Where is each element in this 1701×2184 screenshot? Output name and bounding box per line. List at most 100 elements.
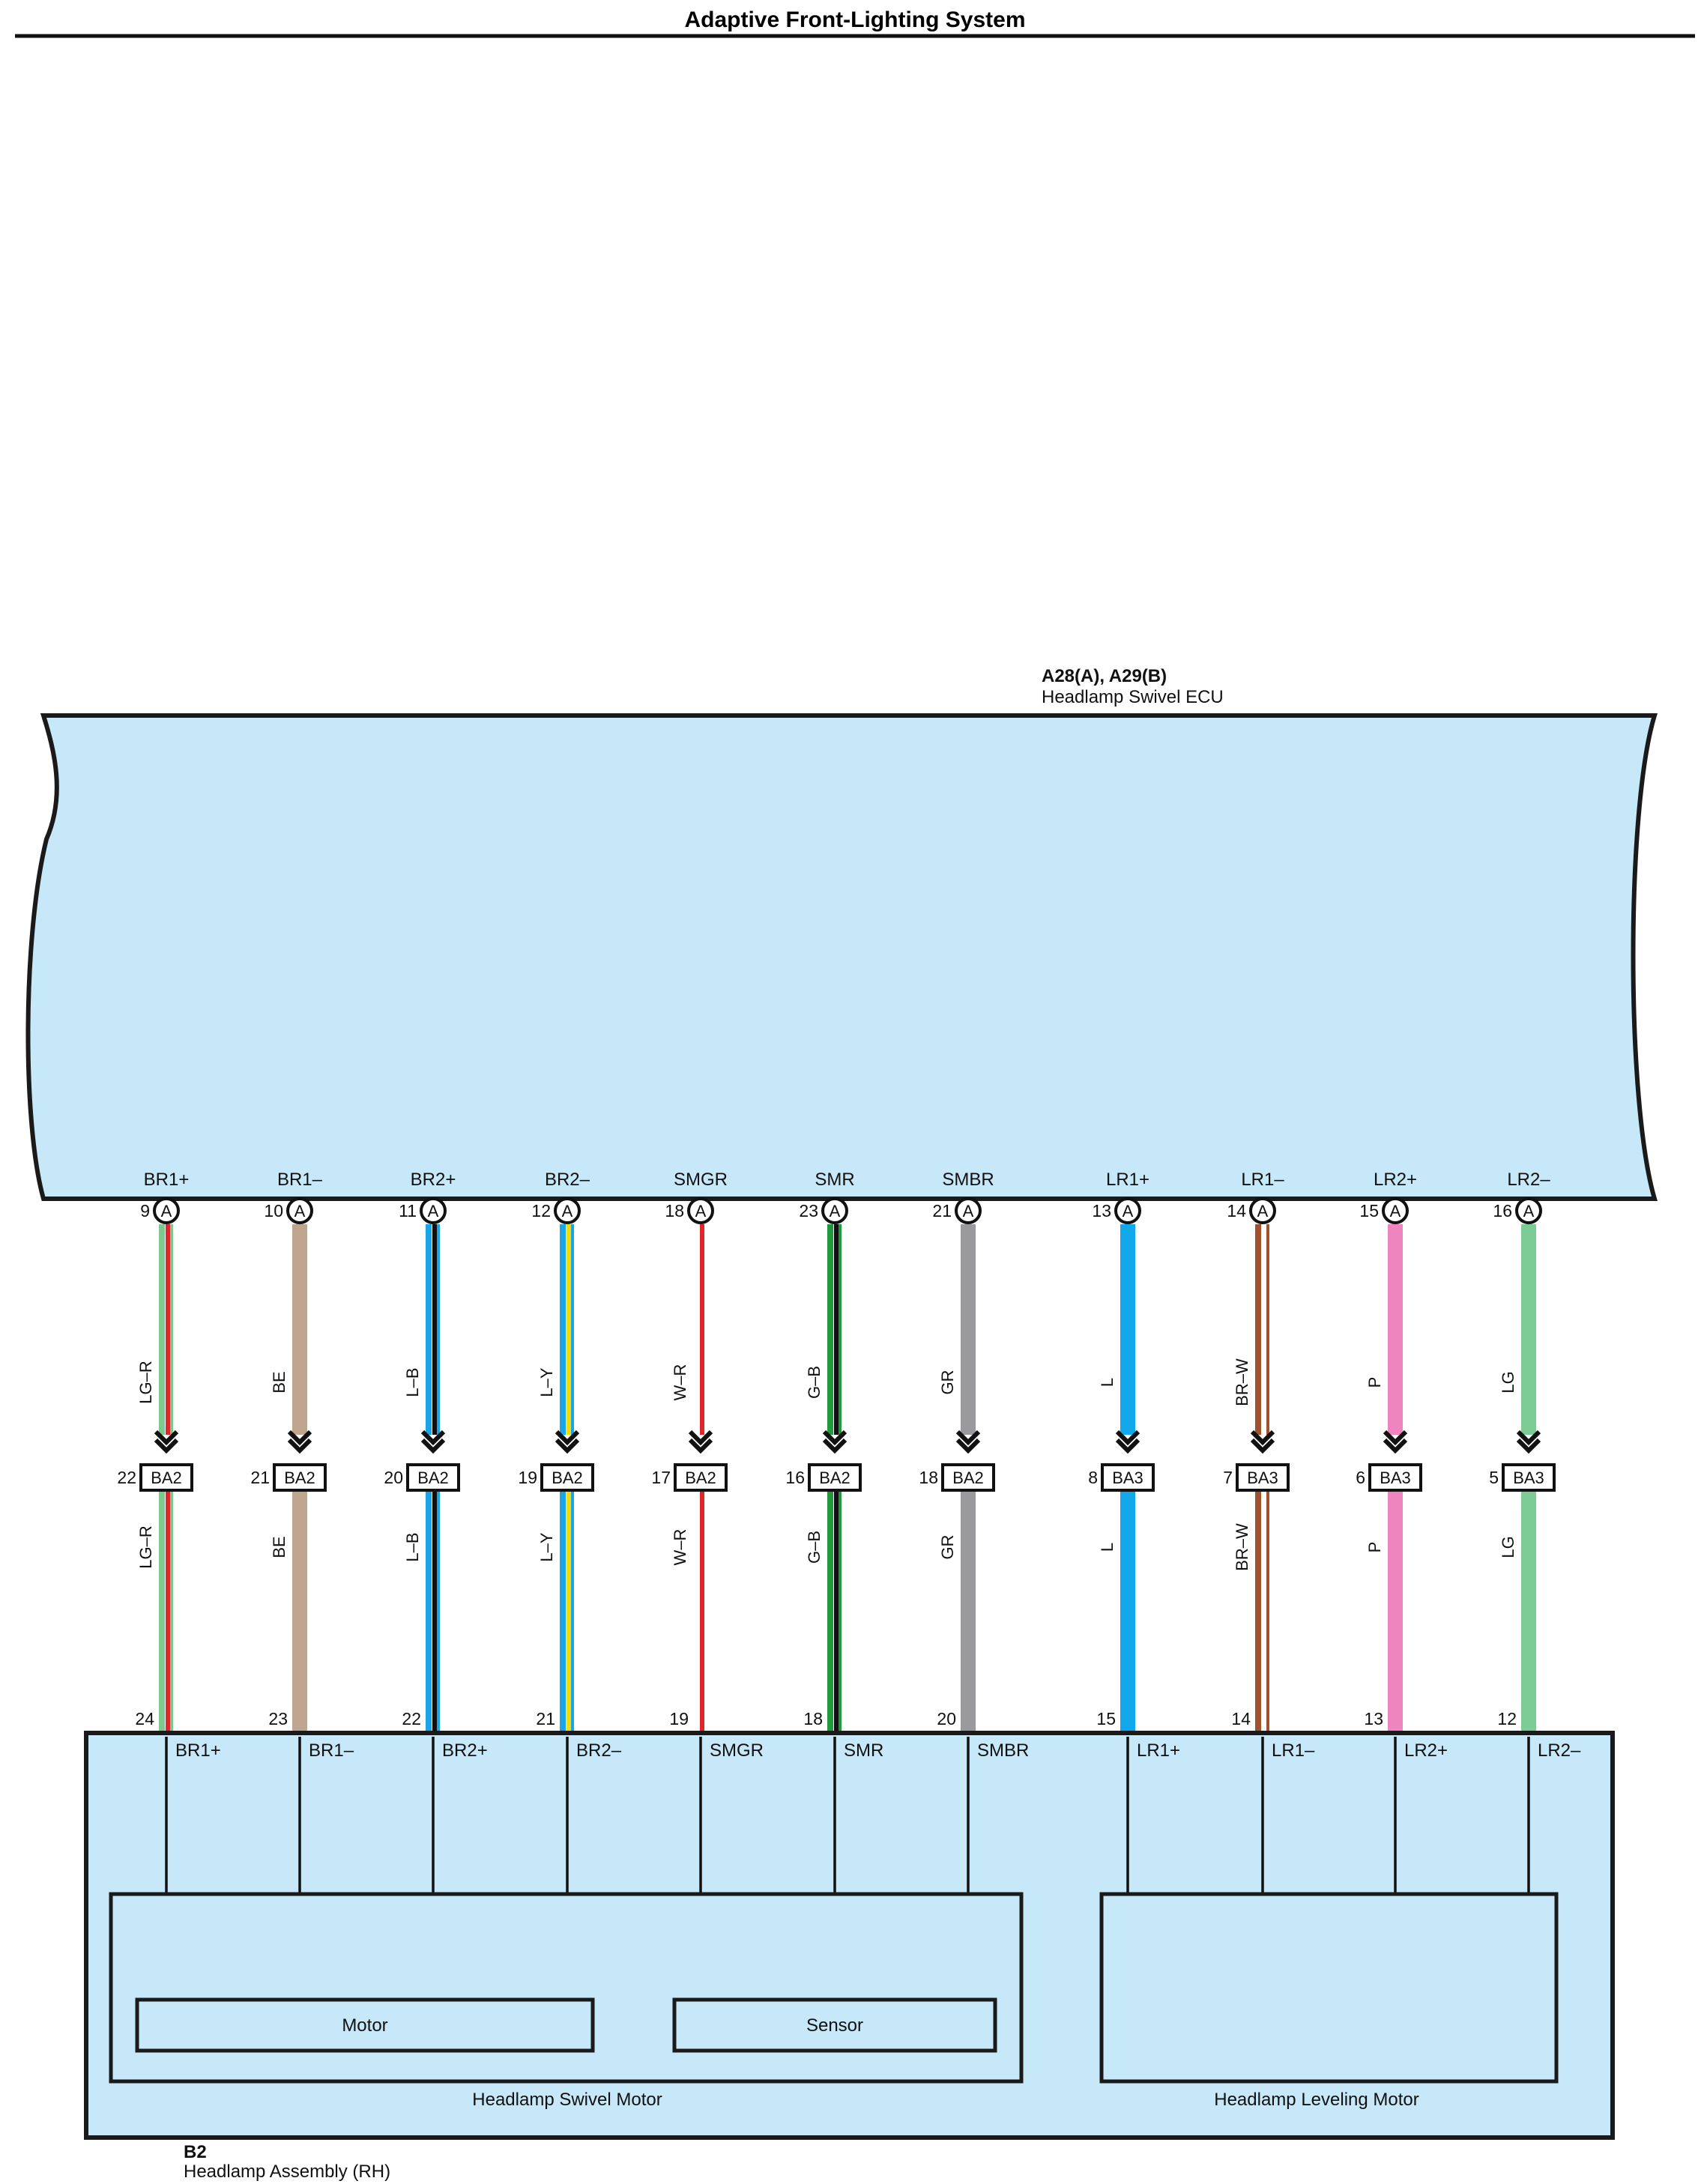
ecu-connector-letter: A [1523,1202,1535,1220]
assembly-pin-number: 18 [803,1709,823,1728]
wire-lr1-minus-upper [1255,1224,1269,1435]
ecu-signal-label: SMBR [942,1170,994,1190]
ecu-connector-letter: A [1390,1202,1401,1220]
ecu-connector-letter: A [830,1202,841,1220]
ecu-signal-label: LR2+ [1374,1170,1417,1190]
ecu-pin-number: 12 [531,1201,551,1220]
sensor-box [672,1997,997,2053]
assembly-internal-wiring: 24BR1+23BR1–22BR2+21BR2–19SMGR18SMR20SMB… [135,1709,1581,2000]
junction-connector-box [273,1463,327,1492]
junction-arrow-icon [688,1430,713,1454]
assembly-signal-label: BR2– [576,1740,622,1761]
wire-color-label: LG [1499,1371,1517,1393]
wire-smgr-lower [693,1491,707,1733]
ecu-connector-letter: A [428,1202,439,1220]
assembly-signal-label: SMBR [977,1740,1029,1761]
junction-pin-number: 8 [1088,1468,1098,1487]
ecu-pin-number: 9 [140,1201,150,1220]
assembly-signal-label: BR1+ [175,1740,221,1761]
junction-pin-number: 16 [785,1468,805,1487]
assembly-signal-label: LR1– [1272,1740,1315,1761]
junction-arrow-icon [822,1430,848,1454]
assembly-signal-label: SMGR [710,1740,764,1761]
junction-arrow-icon [1115,1430,1140,1454]
junction-connector-box [674,1463,728,1492]
ecu-pin-connector [420,1197,447,1224]
assembly-signal-label: BR1– [309,1740,354,1761]
junction-pin-number: 18 [919,1468,938,1487]
ecu-connector-letter: A [161,1202,172,1220]
junction-connector-box [406,1463,460,1492]
junction-connector-code: BA2 [552,1468,583,1487]
page-title: Adaptive Front-Lighting System [684,7,1025,32]
ecu-connector-letter: A [963,1202,974,1220]
ecu-pin-connector [286,1197,313,1224]
assembly-signal-label: LR2– [1538,1740,1581,1761]
ecu-signal-label: BR2– [545,1170,590,1190]
sensor-label: Sensor [806,2015,863,2036]
junction-connector-code: BA2 [151,1468,182,1487]
junction-connector-code: BA2 [284,1468,315,1487]
wire-br2-plus-upper [426,1224,440,1435]
assembly-pin-number: 19 [669,1709,689,1728]
junction-pin-number: 5 [1489,1468,1499,1487]
junction-connector-code: BA2 [685,1468,716,1487]
assembly-pin-number: 20 [937,1709,956,1728]
ecu-signal-label: BR1+ [144,1170,190,1190]
wire-color-label: P [1365,1377,1384,1388]
wire-color-label: W–R [671,1529,689,1566]
leveling-motor-box [1099,1892,1559,2084]
assembly-signal-label: SMR [844,1740,883,1761]
assembly-code: B2 [184,2142,207,2162]
junction-connector-box [139,1463,193,1492]
ecu-pin-number: 23 [799,1201,818,1220]
wire-color-label: GR [938,1535,957,1560]
junction-connector-code: BA3 [1112,1468,1143,1487]
ecu-pin-connector [955,1197,982,1224]
wire-color-label: G–B [805,1531,824,1564]
assembly-pin-number: 13 [1364,1709,1383,1728]
ecu-pin-connector [1515,1197,1542,1224]
junction-connector-box [1236,1463,1290,1492]
wire-color-label: G–B [805,1366,824,1399]
ecu-signal-label: SMGR [674,1170,728,1190]
junction-arrow-icon [1516,1430,1541,1454]
junction-pin-number: 21 [250,1468,270,1487]
wire-lr1-minus-lower [1255,1491,1269,1733]
junction-connector-code: BA3 [1380,1468,1411,1487]
wire-color-label: L [1098,1378,1117,1387]
wire-color-label: L [1098,1543,1117,1552]
junction-connector-box [808,1463,862,1492]
assembly-signal-label: LR1+ [1137,1740,1180,1761]
wire-color-label: BR–W [1233,1523,1251,1571]
junction-pin-number: 20 [384,1468,403,1487]
junction-connector-code: BA3 [1513,1468,1544,1487]
ecu-pin-connector [1114,1197,1141,1224]
ecu-connector-letter: A [1257,1202,1269,1220]
ecu-pin-connector [1249,1197,1276,1224]
assembly-pin-number: 21 [536,1709,555,1728]
ecu-pin-connector [687,1197,714,1224]
wire-color-label: LG–R [136,1525,155,1568]
ecu-connector-letter: A [695,1202,707,1220]
wire-br2-minus-lower [560,1491,574,1733]
junction-connector-code: BA2 [952,1468,984,1487]
ecu-signal-label: LR1– [1241,1170,1284,1190]
assembly-pin-number: 24 [135,1709,154,1728]
ecu-signal-label: LR2– [1507,1170,1550,1190]
assembly-pin-number: 22 [402,1709,421,1728]
ecu-pin-number: 10 [264,1201,283,1220]
ecu-pin-number: 13 [1092,1201,1111,1220]
motor-box [135,1997,595,2053]
assembly-pin-number: 15 [1096,1709,1116,1728]
wire-harness: LG–RLG–RBEBEL–BL–BL–YL–YW–RW–RG–BG–BGRGR… [136,1224,1536,1733]
wire-smr-lower [827,1491,842,1733]
junction-arrow-icon [555,1430,580,1454]
wire-color-label: LG–R [136,1361,155,1403]
ecu-connector-letter: A [1123,1202,1134,1220]
ecu-pin-number: 18 [665,1201,684,1220]
assembly-signal-label: LR2+ [1404,1740,1448,1761]
wire-br2-minus-upper [560,1224,574,1435]
wire-color-label: L–B [403,1532,422,1561]
